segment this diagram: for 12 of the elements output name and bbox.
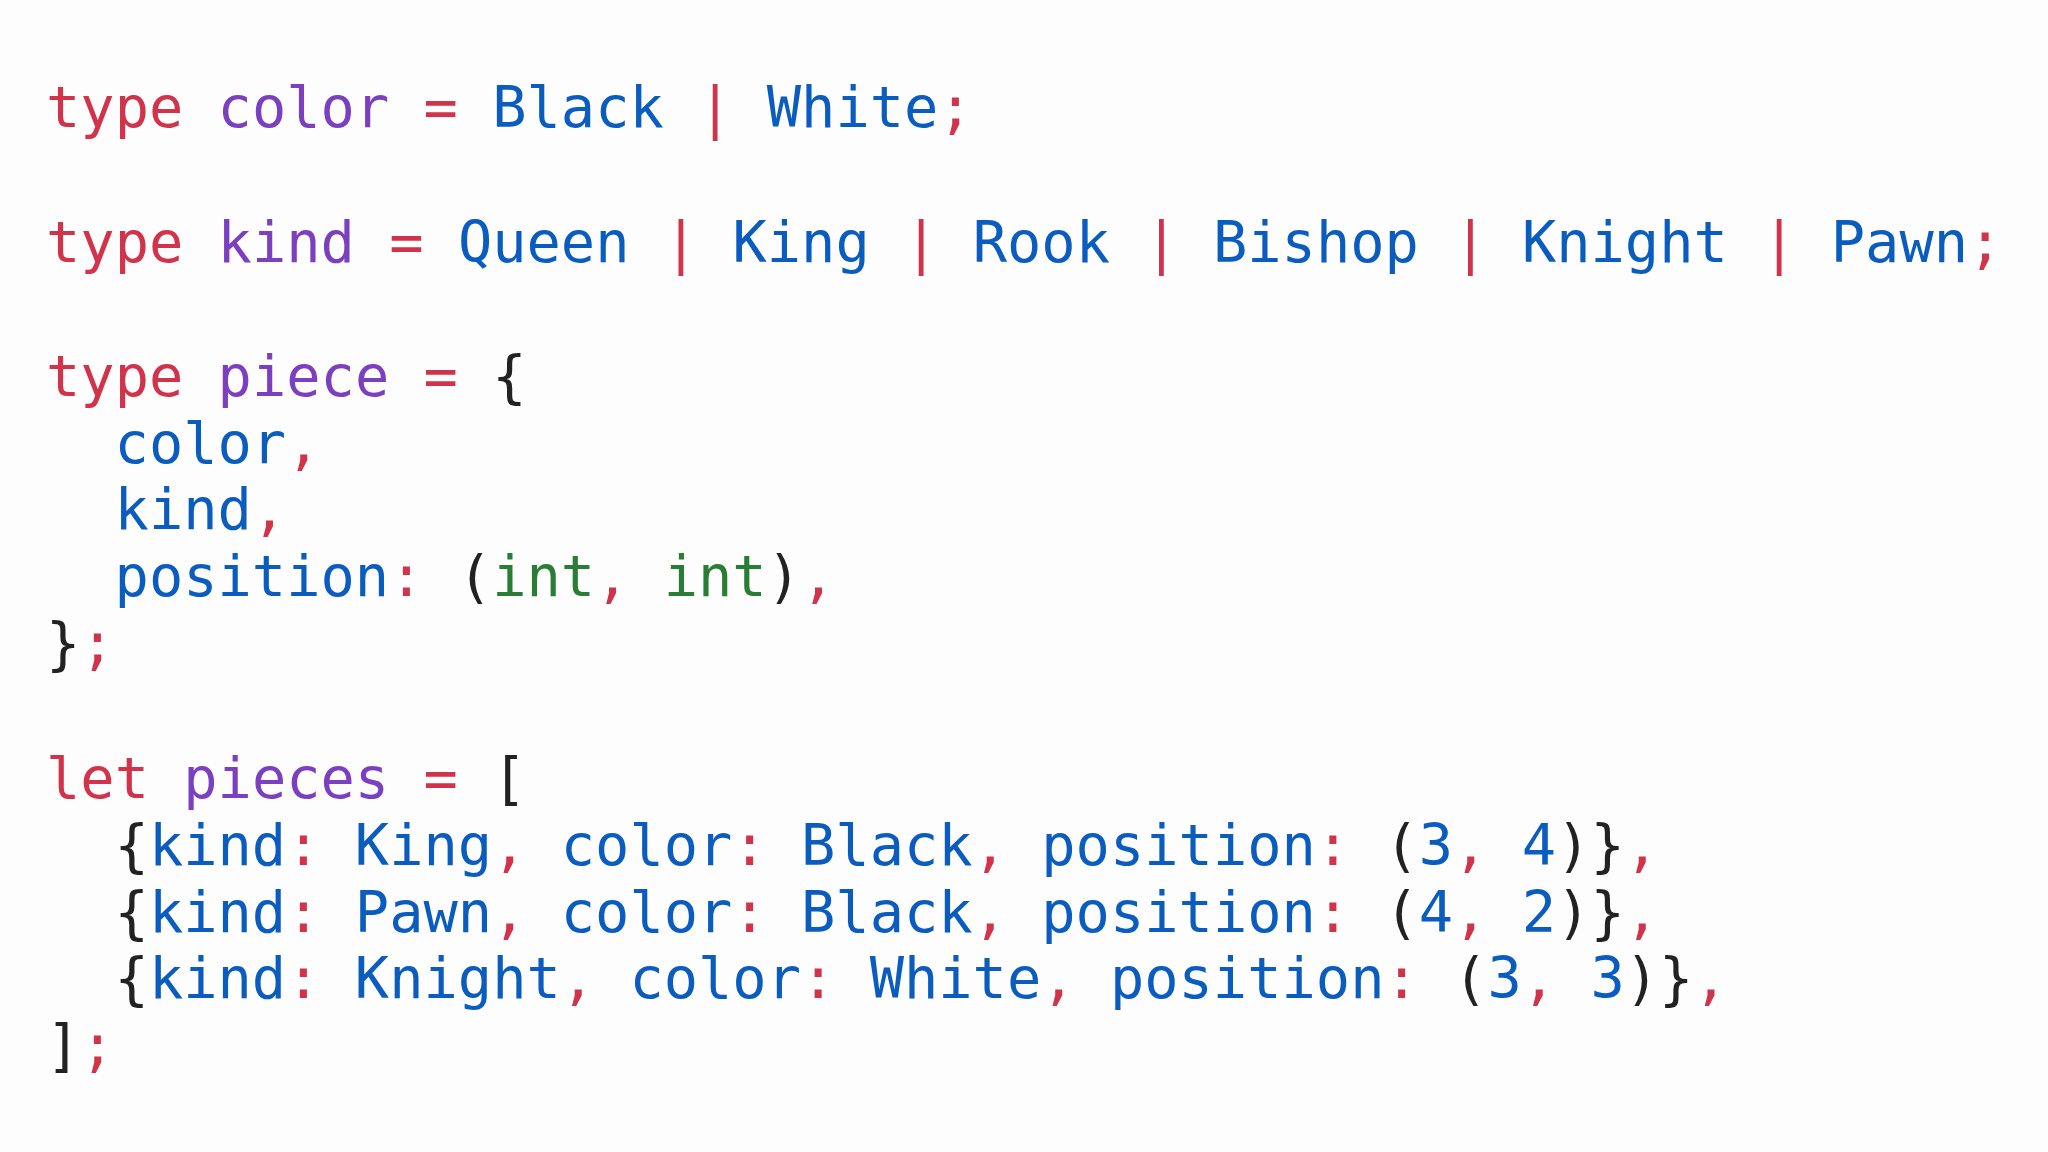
code-line: type piece = { xyxy=(46,343,527,411)
code-line: type kind = Queen | King | Rook | Bishop | Knight | Pawn; xyxy=(46,208,2003,276)
code-line: kind, xyxy=(114,476,287,544)
code-line: {kind: Pawn, color: Black, position: (4, 2)}, xyxy=(114,878,1660,946)
code-line: color, xyxy=(114,409,321,477)
code-line: ]; xyxy=(46,1011,115,1079)
code-line: {kind: King, color: Black, position: (3, 4)}, xyxy=(114,811,1660,879)
code-line: type color = Black | White; xyxy=(46,74,973,142)
code-line: let pieces = [ xyxy=(46,745,527,813)
code-line: }; xyxy=(46,609,115,677)
code-line: position: (int, int), xyxy=(114,542,836,610)
code-line: {kind: Knight, color: White, position: (3, 3)}, xyxy=(114,945,1728,1013)
